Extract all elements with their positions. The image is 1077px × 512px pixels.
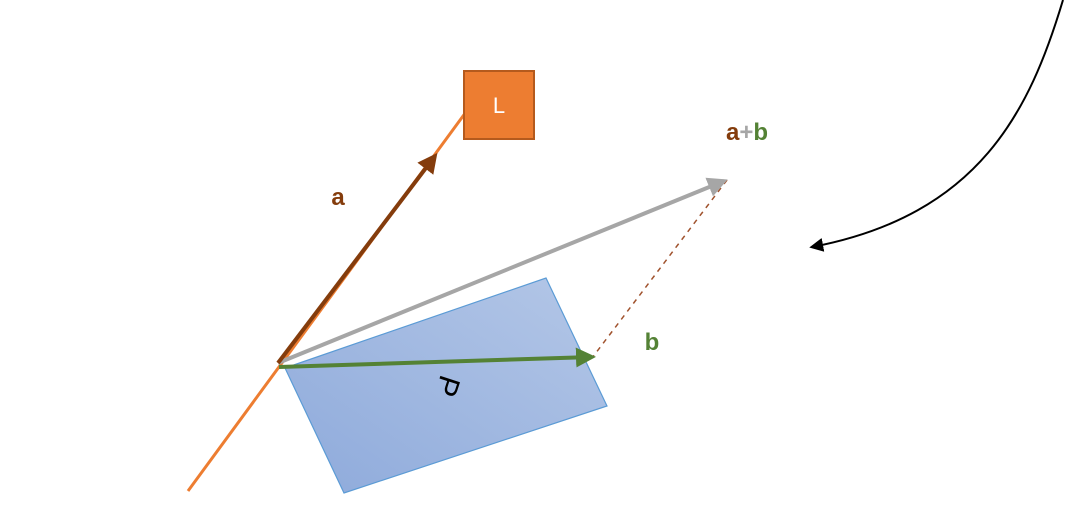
vector-b <box>278 347 596 369</box>
vector-a-plus-b <box>277 177 728 365</box>
curved-arrow <box>809 0 1064 252</box>
plane-p <box>284 277 608 494</box>
label-b: b <box>645 329 660 356</box>
box-l-label: L <box>493 93 505 118</box>
label-sum-a: a <box>726 119 740 146</box>
label-sum-b: b <box>753 119 768 146</box>
box-l <box>463 70 535 140</box>
label-a: a <box>331 184 345 211</box>
label-sum-plus: + <box>739 119 753 146</box>
vector-a <box>276 152 438 365</box>
dashed-projection-line <box>591 179 728 359</box>
label-a-plus-b: a+b <box>726 119 768 146</box>
